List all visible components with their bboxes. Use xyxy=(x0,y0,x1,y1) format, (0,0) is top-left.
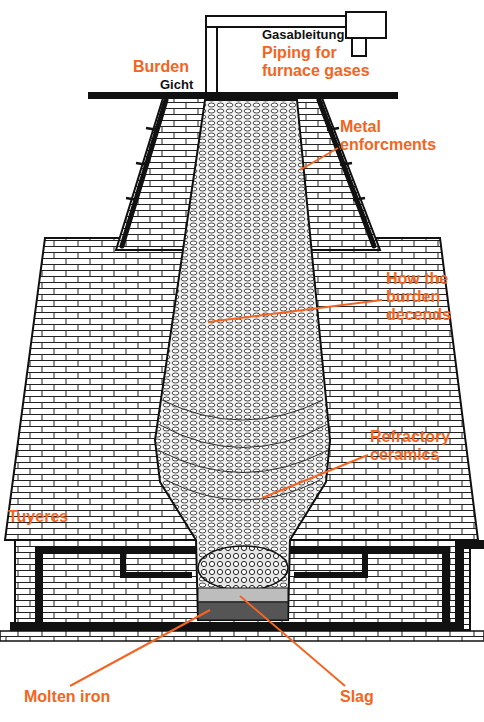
foundation xyxy=(0,631,484,641)
part-label: Molten iron xyxy=(24,688,144,706)
combustion-zone xyxy=(198,546,288,590)
part-label: Slag xyxy=(340,688,410,706)
part-label: Tuyeres xyxy=(8,508,98,526)
top-platform xyxy=(88,92,398,99)
gas-pipe xyxy=(206,12,386,104)
burden-column xyxy=(155,100,330,620)
ring-pipe xyxy=(10,540,484,631)
leader-line xyxy=(70,148,382,686)
burden-layers xyxy=(158,400,328,500)
part-label: Refractory ceramics xyxy=(370,428,478,464)
molten-iron-layer xyxy=(198,602,288,620)
part-label: Metal enforcments xyxy=(340,118,448,154)
part-label: Piping for furnace gases xyxy=(262,44,387,80)
german-label: Gasableitung xyxy=(262,28,372,43)
german-label: Gicht xyxy=(160,78,220,93)
hearth-masonry xyxy=(15,540,470,630)
part-label: How the burden decends xyxy=(386,270,468,324)
part-label: Burden xyxy=(133,58,223,76)
slag-layer xyxy=(198,588,288,602)
